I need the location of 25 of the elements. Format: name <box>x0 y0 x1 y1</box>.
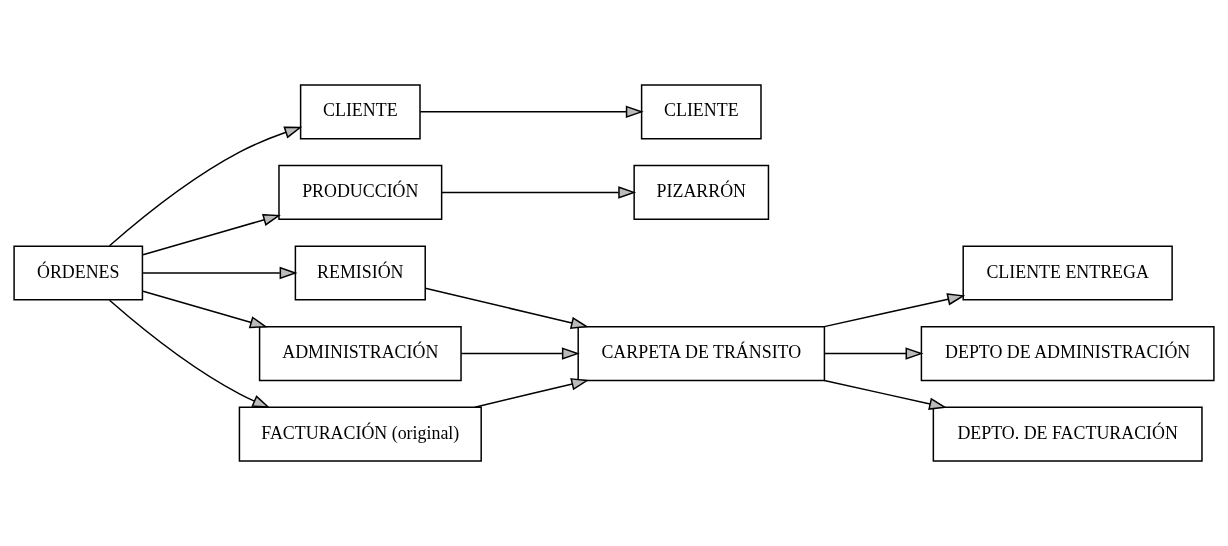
node-box: CLIENTE <box>299 84 421 140</box>
node-box: PRODUCCIÓN <box>278 164 443 221</box>
arrow <box>419 105 644 119</box>
arrow <box>108 126 303 247</box>
arrow <box>142 213 281 256</box>
node-box: CLIENTE <box>640 84 762 140</box>
arrow <box>108 299 271 408</box>
arrow <box>424 287 589 330</box>
node-box: ADMINISTRACIÓN <box>258 325 462 382</box>
arrow <box>460 347 580 360</box>
node-box: ÓRDENES <box>13 245 144 301</box>
node-box: DEPTO. DE FACTURACIÓN <box>932 406 1203 462</box>
arrow <box>474 378 590 408</box>
node-box: REMISIÓN <box>294 245 426 301</box>
arrow <box>142 266 298 280</box>
node-box: CLIENTE ENTREGA <box>962 245 1173 301</box>
arrow <box>823 293 966 328</box>
arrow <box>142 290 268 329</box>
node-box: CARPETA DE TRÁNSITO <box>577 325 826 382</box>
arrow <box>823 379 947 410</box>
node-box: DEPTO DE ADMINISTRACIÓN <box>920 325 1215 382</box>
node-box: FACTURACIÓN (original) <box>238 406 482 462</box>
node-box: PIZARRÓN <box>633 164 770 221</box>
arrow <box>824 347 924 360</box>
arrow <box>441 186 637 199</box>
